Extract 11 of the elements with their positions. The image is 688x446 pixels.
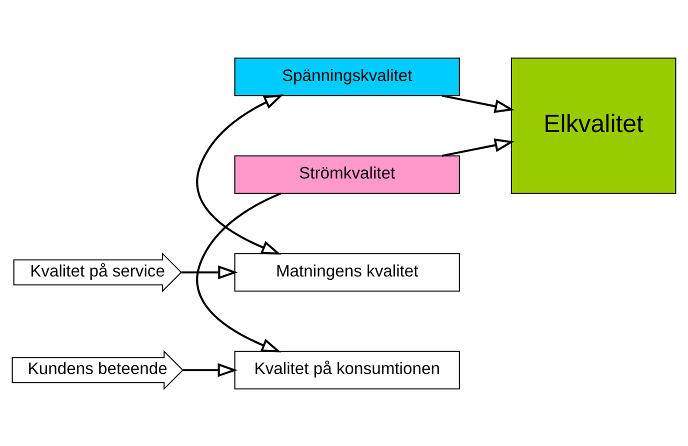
node-box: Strömkvalitet: [234, 154, 460, 194]
arrow: [196, 192, 282, 352]
node-box: Kvalitet på konsumtionen: [234, 350, 460, 389]
arrow: [196, 94, 284, 254]
node-box: Spänningskvalitet: [234, 57, 460, 96]
arrow: [442, 94, 514, 113]
arrow: [183, 362, 238, 377]
arrow: [442, 138, 514, 156]
node-box: Elkvalitet: [510, 57, 676, 194]
arrow: [181, 264, 238, 279]
node-box: Matningens kvalitet: [234, 252, 460, 292]
